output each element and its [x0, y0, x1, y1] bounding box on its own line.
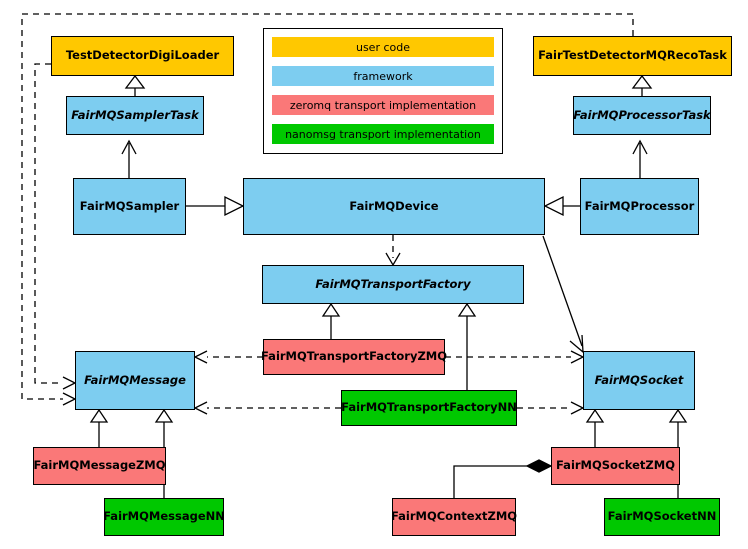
- class-label-testdetectordigiloader: TestDetectorDigiLoader: [65, 48, 220, 63]
- class-label-fairmqdevice: FairMQDevice: [349, 198, 439, 213]
- edge-messagezmq-to-message: [89, 408, 109, 447]
- arrowhead-recotask-to-message: [62, 392, 77, 406]
- edge-processor-to-processortask: [632, 139, 648, 178]
- class-node-fairmqmessage[interactable]: FairMQMessage: [75, 351, 195, 410]
- class-label-fairmqmessagenn: FairMQMessageNN: [103, 509, 225, 524]
- edge-transportfactoryzmq-to-transportfactory: [321, 302, 341, 339]
- class-node-fairmqprocessortask[interactable]: FairMQProcessorTask: [573, 96, 711, 135]
- class-label-fairmqcontextzmq: FairMQContextZMQ: [390, 509, 518, 524]
- class-node-fairmqsamplertask[interactable]: FairMQSamplerTask: [66, 96, 204, 135]
- arrowhead-tfzmq-to-socket: [570, 350, 585, 364]
- class-node-testdetectordigiloader[interactable]: TestDetectorDigiLoader: [51, 36, 234, 76]
- class-label-fairmqmessage: FairMQMessage: [84, 372, 186, 387]
- legend-label-framework: framework: [353, 69, 413, 83]
- class-label-fairmqsocket: FairMQSocket: [594, 372, 684, 387]
- arrowhead-tfnn-to-socket: [570, 401, 585, 415]
- edge-processortask-to-recotask: [631, 74, 653, 96]
- class-node-fairmqprocessor[interactable]: FairMQProcessor: [580, 178, 699, 235]
- edge-sampler-to-device: [186, 195, 245, 217]
- arrowhead-digiloader-to-message: [62, 376, 77, 390]
- class-node-fairmqsampler[interactable]: FairMQSampler: [73, 178, 186, 235]
- class-label-fairmqsocketnn: FairMQSocketNN: [607, 509, 717, 524]
- class-node-fairmqtransportfactoryzmq[interactable]: FairMQTransportFactoryZMQ: [261, 339, 448, 375]
- class-node-fairmqsocketzmq[interactable]: FairMQSocketZMQ: [551, 447, 680, 485]
- edge-device-to-socket: [542, 235, 584, 354]
- class-node-fairmqdevice[interactable]: FairMQDevice: [243, 178, 545, 235]
- class-node-fairmqtransportfactorynn[interactable]: FairMQTransportFactoryNN: [341, 390, 517, 426]
- class-node-fairmqmessagenn[interactable]: FairMQMessageNN: [103, 498, 225, 536]
- legend-item-nanomsg: nanomsg transport implementation: [272, 124, 494, 144]
- class-label-fairmqsamplertask: FairMQSamplerTask: [71, 107, 199, 122]
- class-label-fairmqtransportfactorynn: FairMQTransportFactoryNN: [341, 400, 517, 415]
- arrowhead-tfzmq-to-message: [193, 350, 208, 364]
- arrowhead-device-to-transportfactory: [385, 252, 401, 267]
- legend-item-framework: framework: [272, 66, 494, 86]
- class-label-fairtestdetectormqrecotask: FairTestDetectorMQRecoTask: [538, 48, 727, 63]
- class-label-fairmqtransportfactory: FairMQTransportFactory: [315, 276, 471, 291]
- edge-transportfactorynn-to-transportfactory: [457, 302, 477, 390]
- legend-item-zeromq: zeromq transport implementation: [272, 95, 494, 115]
- legend-label-zeromq: zeromq transport implementation: [289, 98, 477, 112]
- class-label-fairmqtransportfactoryzmq: FairMQTransportFactoryZMQ: [261, 349, 448, 364]
- edge-contextzmq-to-socketzmq: [453, 459, 553, 498]
- class-label-fairmqsampler: FairMQSampler: [79, 198, 180, 213]
- class-node-fairmqmessagezmq[interactable]: FairMQMessageZMQ: [33, 447, 166, 485]
- class-label-fairmqmessagezmq: FairMQMessageZMQ: [33, 458, 166, 473]
- class-label-fairmqprocessor: FairMQProcessor: [584, 198, 695, 213]
- class-node-fairtestdetectormqrecotask[interactable]: FairTestDetectorMQRecoTask: [533, 36, 732, 76]
- class-node-fairmqcontextzmq[interactable]: FairMQContextZMQ: [390, 498, 518, 536]
- legend-label-user-code: user code: [355, 40, 411, 54]
- edge-processor-to-device: [543, 195, 580, 217]
- class-node-fairmqtransportfactory[interactable]: FairMQTransportFactory: [262, 265, 524, 304]
- class-label-fairmqprocessortask: FairMQProcessorTask: [573, 107, 711, 122]
- edge-samplertask-to-digiloader: [124, 74, 146, 96]
- edge-sampler-to-samplertask: [121, 139, 137, 178]
- class-node-fairmqsocketnn[interactable]: FairMQSocketNN: [604, 498, 720, 536]
- class-node-fairmqsocket[interactable]: FairMQSocket: [583, 351, 695, 410]
- class-label-fairmqsocketzmq: FairMQSocketZMQ: [556, 458, 675, 473]
- edge-socketzmq-to-socket: [585, 408, 605, 447]
- legend-item-user-code: user code: [272, 37, 494, 57]
- arrowhead-tfnn-to-message: [193, 401, 208, 415]
- edge-digiloader-to-message: [34, 63, 63, 384]
- legend-label-nanomsg: nanomsg transport implementation: [285, 127, 481, 141]
